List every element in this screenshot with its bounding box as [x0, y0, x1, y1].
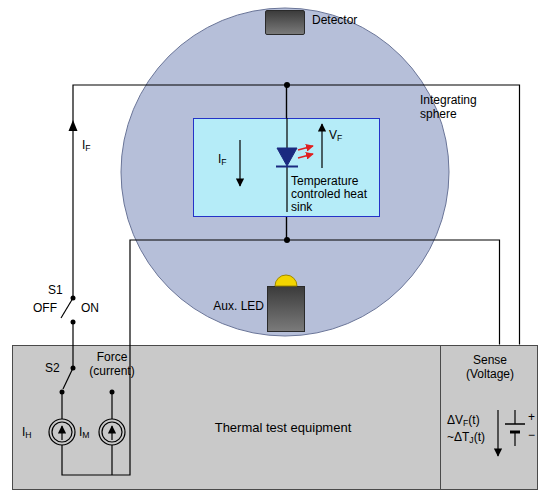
- signal-name: IF: [218, 152, 227, 169]
- current-arrow: [239, 140, 240, 186]
- node-title: Thermal test equipment: [183, 421, 383, 435]
- junction-dots: [60, 82, 291, 395]
- wire: [287, 85, 520, 345]
- integrating-sphere: Integrating sphereDetectorTemperature co…: [120, 7, 450, 337]
- detector-box: Detector: [265, 10, 305, 35]
- wire: [130, 217, 287, 345]
- node-title: Sense (Voltage): [455, 353, 525, 381]
- led-diode-symbol: [276, 118, 313, 212]
- switch-label: ON: [81, 301, 99, 315]
- heat-sink-box: Temperature controled heat sink: [193, 118, 380, 217]
- current-arrowhead: [69, 120, 78, 131]
- signal-name: IM: [79, 425, 90, 442]
- voltage-drop-arrow: [497, 410, 498, 456]
- node-title: Temperature controled heat sink: [291, 175, 377, 214]
- aux-led-dome: [275, 275, 297, 286]
- voltage-arrow: [321, 124, 322, 168]
- sense-section: Sense (Voltage) ΔVF(t) ~ΔTJ(t): [440, 345, 538, 490]
- aux-led-box: Aux. LED: [267, 286, 305, 332]
- node-title: Detector: [312, 13, 382, 27]
- switch-label: S1: [48, 283, 63, 297]
- node-note: ΔVF(t) ~ΔTJ(t): [447, 413, 499, 447]
- switch-s1-arm: [61, 298, 73, 318]
- wire: [73, 85, 287, 345]
- wire: [287, 217, 500, 345]
- polarity-mark: +: [528, 410, 535, 424]
- polarity-mark: −: [528, 428, 535, 442]
- node-title: Integrating sphere: [420, 93, 492, 121]
- switch-label: OFF: [33, 301, 57, 315]
- switch-label: S2: [45, 361, 60, 375]
- signal-name: VF: [329, 128, 342, 145]
- signal-name: IH: [22, 425, 32, 442]
- battery-symbol: [505, 410, 525, 446]
- node-title: Aux. LED: [210, 299, 264, 313]
- signal-name: IF: [82, 138, 91, 155]
- switch-label: Force (current): [84, 350, 140, 378]
